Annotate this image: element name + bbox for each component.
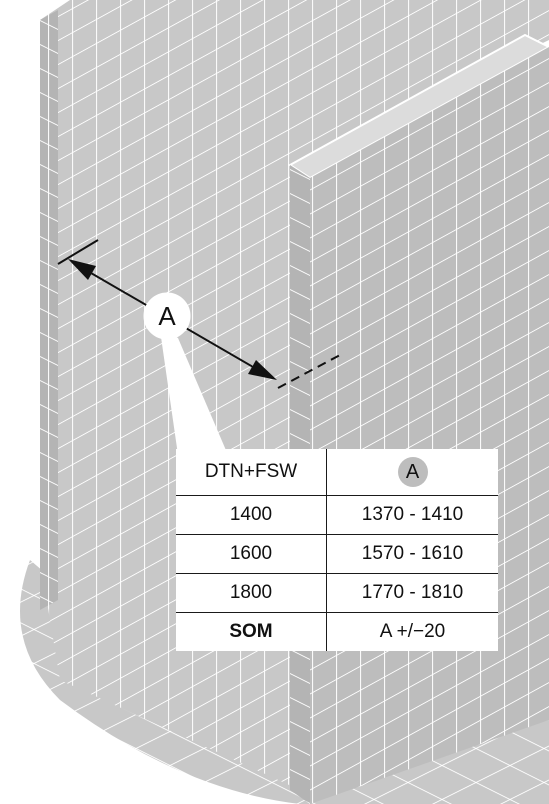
table-cell-model: 1400	[176, 495, 327, 536]
partition-top	[288, 33, 549, 180]
arrowhead-right-icon	[248, 360, 277, 380]
dimension-end-tick	[277, 354, 341, 389]
table-cell-model: SOM	[176, 612, 327, 651]
callout-pointer	[160, 330, 228, 455]
dimension-label-circle: A	[143, 292, 191, 340]
shower-floor	[20, 560, 549, 804]
table-row: 1400 1370 - 1410	[176, 495, 498, 536]
left-wall-edge	[40, 10, 58, 610]
table-header-a: A	[326, 449, 498, 497]
table-cell-range: 1770 - 1810	[326, 573, 498, 614]
table-cell-range: 1570 - 1610	[326, 534, 498, 575]
dimension-table: DTN+FSW A 1400 1370 - 1410 1600 1570 - 1…	[176, 449, 498, 651]
table-row: 1800 1770 - 1810	[176, 573, 498, 614]
table-row: 1600 1570 - 1610	[176, 534, 498, 575]
table-row: SOM A +/−20	[176, 612, 498, 651]
table-header-a-badge: A	[397, 457, 428, 488]
arrowhead-left-icon	[68, 259, 96, 280]
table-cell-range: A +/−20	[326, 612, 498, 651]
partition-wall	[310, 47, 549, 804]
table-header-row: DTN+FSW A	[176, 449, 498, 497]
dimension-label: A	[158, 301, 176, 331]
table-cell-model: 1800	[176, 573, 327, 614]
table-header-model: DTN+FSW	[176, 449, 327, 497]
table-cell-model: 1600	[176, 534, 327, 575]
dimension-start-tick	[57, 239, 99, 265]
table-cell-range: 1370 - 1410	[326, 495, 498, 536]
